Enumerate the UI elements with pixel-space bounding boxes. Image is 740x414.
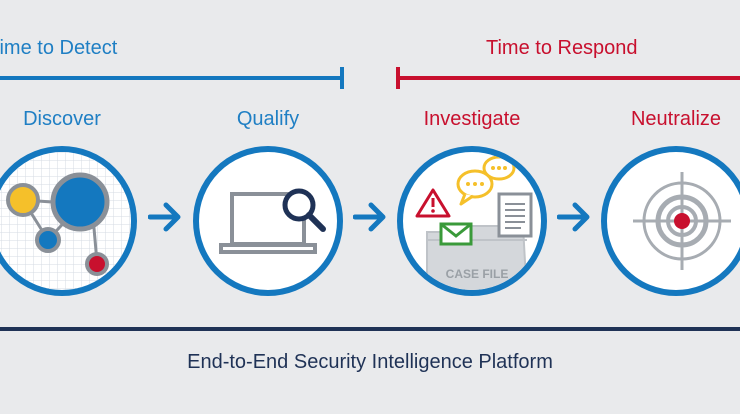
case-file-text: CASE FILE [446,267,509,281]
chat-bubbles-icon [456,155,516,206]
platform-bar [0,327,740,331]
time-to-respond-label: Time to Respond [486,37,638,59]
platform-caption: End-to-End Security Intelligence Platfor… [187,351,553,373]
warning-triangle-icon [415,188,451,218]
stage-label-qualify: Qualify [236,108,300,130]
time-to-detect-label: Time to Detect [0,37,118,59]
neutralize-stage-circle [601,146,740,296]
envelope-icon [439,222,473,246]
target-crosshair-icon [633,172,731,270]
discover-stage-circle [0,146,137,296]
arrow-right-icon [148,202,181,232]
network-nodes-icon [0,152,131,290]
arrow-right-icon [557,202,590,232]
phase-timeline-lines [0,67,740,89]
stage-label-investigate: Investigate [423,108,521,130]
laptop-magnifier-icon [219,188,326,254]
case-file-icon: CASE FILE [415,155,533,290]
investigate-stage-circle: CASE FILE [397,146,547,296]
document-icon [497,192,533,238]
stage-label-discover: Discover [23,108,101,130]
stage-label-neutralize: Neutralize [630,108,722,130]
qualify-stage-circle [193,146,343,296]
arrow-right-icon [353,202,386,232]
